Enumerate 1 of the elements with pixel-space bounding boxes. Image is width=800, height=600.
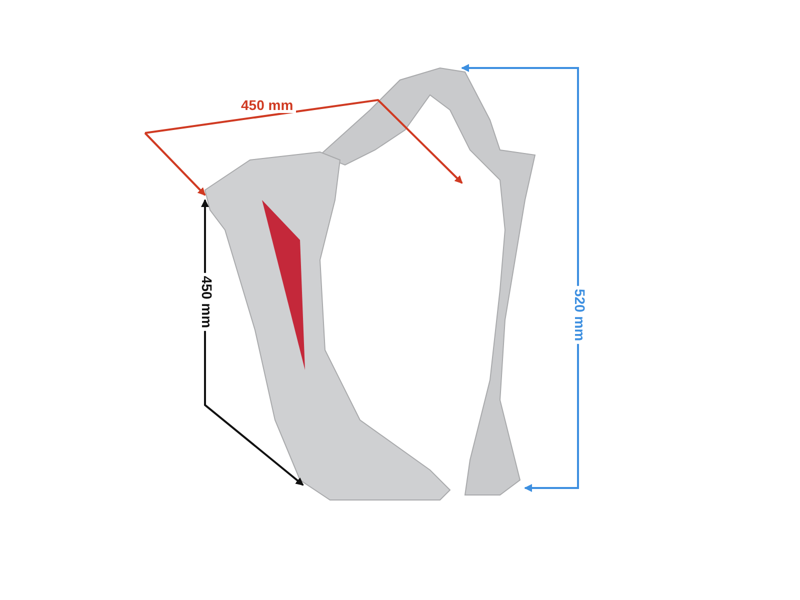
dimension-label: 450 mm <box>238 97 296 113</box>
